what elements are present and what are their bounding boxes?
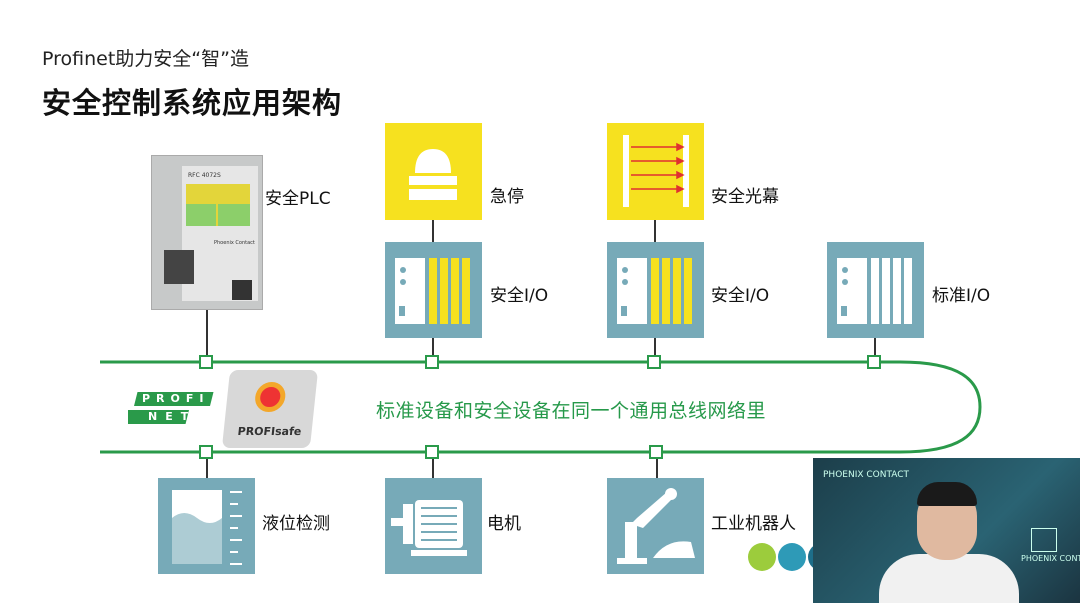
- level-sensor-label: 液位检测: [262, 514, 330, 534]
- bus-line-top: [100, 360, 982, 454]
- decor-circle-green: [748, 543, 776, 571]
- profinet-logo-word-2: NET: [148, 410, 197, 423]
- motor-icon: [385, 478, 482, 574]
- standard-io-icon: [827, 242, 924, 338]
- plc-ethernet-ports: [164, 250, 194, 284]
- video-logo-icon: [1031, 528, 1057, 552]
- plc-label: 安全PLC: [265, 189, 331, 209]
- subtitle: Profinet助力安全“智”造: [42, 48, 249, 70]
- plc-model-text: RFC 4072S: [188, 172, 221, 179]
- bus-node-motor: [425, 445, 439, 459]
- bus-node-io1: [425, 355, 439, 369]
- safety-plc-device: RFC 4072S Phoenix Contact: [151, 155, 263, 310]
- light-curtain-label: 安全光幕: [711, 187, 779, 207]
- video-logo-caption: PHOENIX CONTACT: [1021, 554, 1080, 563]
- profinet-logo-word-1: PROFI: [142, 392, 210, 405]
- video-brand-text: PHOENIX CONTACT: [823, 470, 910, 480]
- bus-node-io2: [647, 355, 661, 369]
- bus-node-io3: [867, 355, 881, 369]
- page-title: 安全控制系统应用架构: [42, 86, 343, 120]
- decor-circle-blue: [778, 543, 806, 571]
- bus-node-robot: [649, 445, 663, 459]
- bus-node-plc: [199, 355, 213, 369]
- safety-io-1-label: 安全I/O: [490, 286, 549, 306]
- profisafe-logo: PROFIsafe: [221, 370, 319, 448]
- safety-io-1-icon: [385, 242, 482, 338]
- safety-io-2-label: 安全I/O: [711, 286, 770, 306]
- bus-description: 标准设备和安全设备在同一个通用总线网络里: [376, 400, 767, 422]
- standard-io-label: 标准I/O: [932, 286, 991, 306]
- robot-icon: [607, 478, 704, 574]
- profisafe-logo-text: PROFIsafe: [236, 425, 303, 438]
- bus-node-level: [199, 445, 213, 459]
- level-sensor-icon: [158, 478, 255, 574]
- estop-label: 急停: [490, 187, 524, 207]
- robot-label: 工业机器人: [711, 514, 796, 534]
- profisafe-button-icon: [253, 382, 287, 412]
- presenter-video: PHOENIX CONTACT PHOENIX CONTACT: [813, 458, 1080, 603]
- plc-brand-text: Phoenix Contact: [214, 240, 255, 246]
- motor-label: 电机: [487, 514, 521, 534]
- profinet-logo: PROFI NET: [123, 390, 218, 428]
- light-curtain-icon: [607, 123, 704, 220]
- safety-io-2-icon: [607, 242, 704, 338]
- estop-icon: [385, 123, 482, 220]
